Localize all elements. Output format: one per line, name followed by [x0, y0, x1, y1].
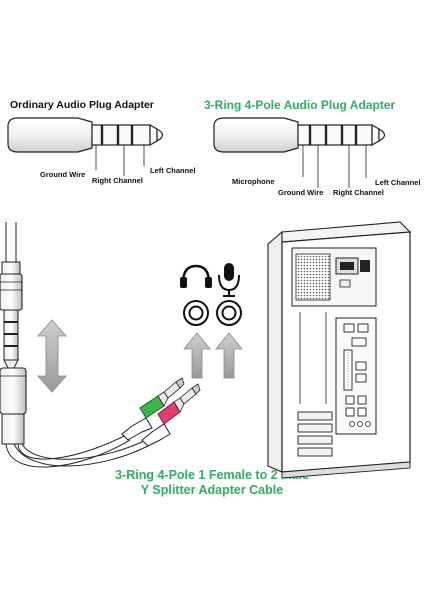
- left-left-channel-label: Left Channel: [150, 166, 196, 175]
- three-ring-plug-title: 3-Ring 4-Pole Audio Plug Adapter: [204, 98, 396, 112]
- caption-line-2: Y Splitter Adapter Cable: [140, 483, 284, 497]
- green-plug: [121, 377, 185, 441]
- microphone-icon: [218, 263, 240, 297]
- headphone-jack-icon: [183, 300, 209, 326]
- female-jack-cable: [0, 222, 151, 468]
- cable-caption: 3-Ring 4-Pole 1 Female to 2 Male Y Split…: [50, 468, 374, 498]
- ordinary-plug-illustration: [7, 117, 164, 176]
- right-ground-wire-label: Ground Wire: [278, 188, 324, 197]
- caption-line-1: 3-Ring 4-Pole 1 Female to 2 Male: [115, 468, 309, 482]
- up-down-arrow-icon: [37, 319, 67, 393]
- ordinary-plug-title: Ordinary Audio Plug Adapter: [10, 99, 154, 111]
- headphones-icon: [180, 264, 212, 288]
- computer-tower-illustration: [267, 221, 412, 479]
- right-microphone-label: Microphone: [232, 177, 275, 186]
- left-right-channel-label: Right Channel: [92, 176, 143, 185]
- right-left-channel-label: Left Channel: [375, 178, 421, 187]
- left-ground-wire-label: Ground Wire: [40, 170, 86, 179]
- microphone-jack-icon: [216, 300, 242, 326]
- right-right-channel-label: Right Channel: [333, 188, 384, 197]
- pink-plug: [141, 383, 201, 447]
- up-arrow-icon: [215, 332, 243, 379]
- up-arrow-icon: [183, 332, 211, 379]
